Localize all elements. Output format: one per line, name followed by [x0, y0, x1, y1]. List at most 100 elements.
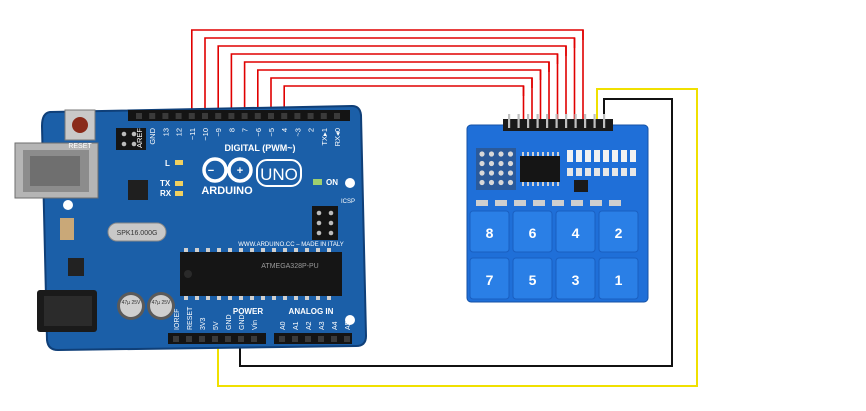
digital-pin-label: RX◂0 [333, 128, 342, 146]
chip-pin [547, 182, 549, 186]
digital-pin-label: ~10 [201, 128, 210, 141]
chip-pin [552, 152, 554, 156]
crystal-label: SPK16.000G [117, 230, 158, 237]
wires [191, 29, 698, 387]
sensor-header-pin [584, 114, 587, 128]
pad-resistor [495, 200, 507, 206]
tx-label: TX [160, 179, 171, 188]
jumper-pad [488, 170, 495, 176]
touch-pad-label: 7 [486, 272, 494, 288]
touch-pad [555, 257, 596, 300]
voltage-regulator [68, 258, 84, 276]
digital-pin-label: AREF [135, 128, 144, 148]
brand-label: ARDUINO [201, 185, 253, 197]
chip-pin [294, 248, 298, 252]
dc-power-jack [37, 290, 97, 332]
sensor-resistors [476, 200, 621, 206]
indicator-led [612, 150, 618, 162]
digital-pin-label: 8 [227, 128, 236, 132]
header-pin [162, 113, 169, 119]
jumper-pad [507, 160, 514, 167]
chip-pin [294, 296, 298, 300]
chip-pin [261, 248, 265, 252]
chip-pin [557, 152, 559, 156]
chip-pin [195, 248, 199, 252]
sensor-header-pin [536, 114, 539, 128]
indicator-led [621, 150, 627, 162]
sensor-header-pin [574, 114, 577, 128]
chip-pin [239, 296, 243, 300]
chip-pin [217, 296, 221, 300]
pad-resistor [571, 200, 583, 206]
bottom-header-pins [173, 336, 350, 342]
jumper-pad [488, 179, 495, 186]
touch-pad [598, 210, 639, 253]
sensor-controller-chip [520, 156, 560, 182]
jumper-pad [507, 151, 514, 157]
atmega-chip-pins [184, 248, 331, 300]
jumper-pad [488, 160, 495, 167]
digital-pin-label: TX▸1 [320, 128, 329, 146]
on-label: ON [326, 178, 338, 187]
pad-resistor [552, 200, 564, 206]
chip-pin [532, 182, 534, 186]
crystal-oscillator: SPK16.000G [107, 222, 167, 242]
power-pin-label: IOREF [174, 309, 181, 330]
header-pin [294, 113, 301, 119]
chip-pin [272, 248, 276, 252]
sensor-header-pin [517, 114, 520, 128]
resistor [576, 168, 582, 176]
power-label: POWER [233, 307, 263, 316]
sensor-header-pin [565, 114, 568, 128]
digital-header [128, 110, 350, 121]
chip-pin [261, 296, 265, 300]
digital-pin-label: ~5 [267, 128, 276, 137]
signal-wire [256, 69, 542, 112]
analog-label: ANALOG IN [289, 307, 334, 316]
power-pin-label: GND [239, 314, 246, 330]
on-led [313, 179, 322, 185]
jumper-pad [507, 179, 514, 186]
jumper-pad [479, 151, 485, 157]
digital-label: DIGITAL (PWM~) [225, 143, 296, 153]
chip-pin [195, 296, 199, 300]
vcc-wire [217, 88, 698, 387]
chip-pin [522, 152, 524, 156]
chip-pin [206, 296, 210, 300]
jumper-pad [498, 160, 504, 167]
jumper-pad [488, 151, 495, 157]
mounting-hole [63, 200, 73, 210]
reset-label: RESET [68, 143, 92, 150]
chip-pin [527, 152, 529, 156]
model-label: UNO [260, 165, 298, 184]
touch-pad [512, 257, 553, 300]
gnd-wire [239, 98, 673, 367]
chip-pin [542, 152, 544, 156]
power-pin-label: 5V [213, 321, 220, 330]
analog-pin-label: A0 [280, 321, 287, 330]
pad-resistor [514, 200, 526, 206]
resistor [603, 168, 609, 176]
header-pin [175, 113, 182, 119]
power-pin-label: RESET [187, 306, 194, 330]
chip-label: ATMEGA328P-PU [261, 263, 318, 270]
header-pin [292, 336, 298, 342]
atmega-chip: ATMEGA328P-PU [180, 252, 342, 296]
digital-header-pins [136, 113, 340, 119]
chip-pin [547, 152, 549, 156]
header-pin [334, 113, 340, 119]
digital-pin-label: ~6 [254, 128, 263, 137]
tx-led [175, 181, 183, 186]
digital-pin-label: 13 [161, 128, 170, 136]
resistor [612, 168, 618, 176]
indicator-led [594, 150, 600, 162]
resistor [594, 168, 600, 176]
sensor-header-pin [555, 114, 558, 128]
capacitor-2: 47µ 25V [147, 292, 175, 320]
header-pin [241, 113, 248, 119]
indicator-led [630, 150, 636, 162]
svg-text:−: − [208, 165, 214, 177]
header-pin [149, 113, 156, 119]
